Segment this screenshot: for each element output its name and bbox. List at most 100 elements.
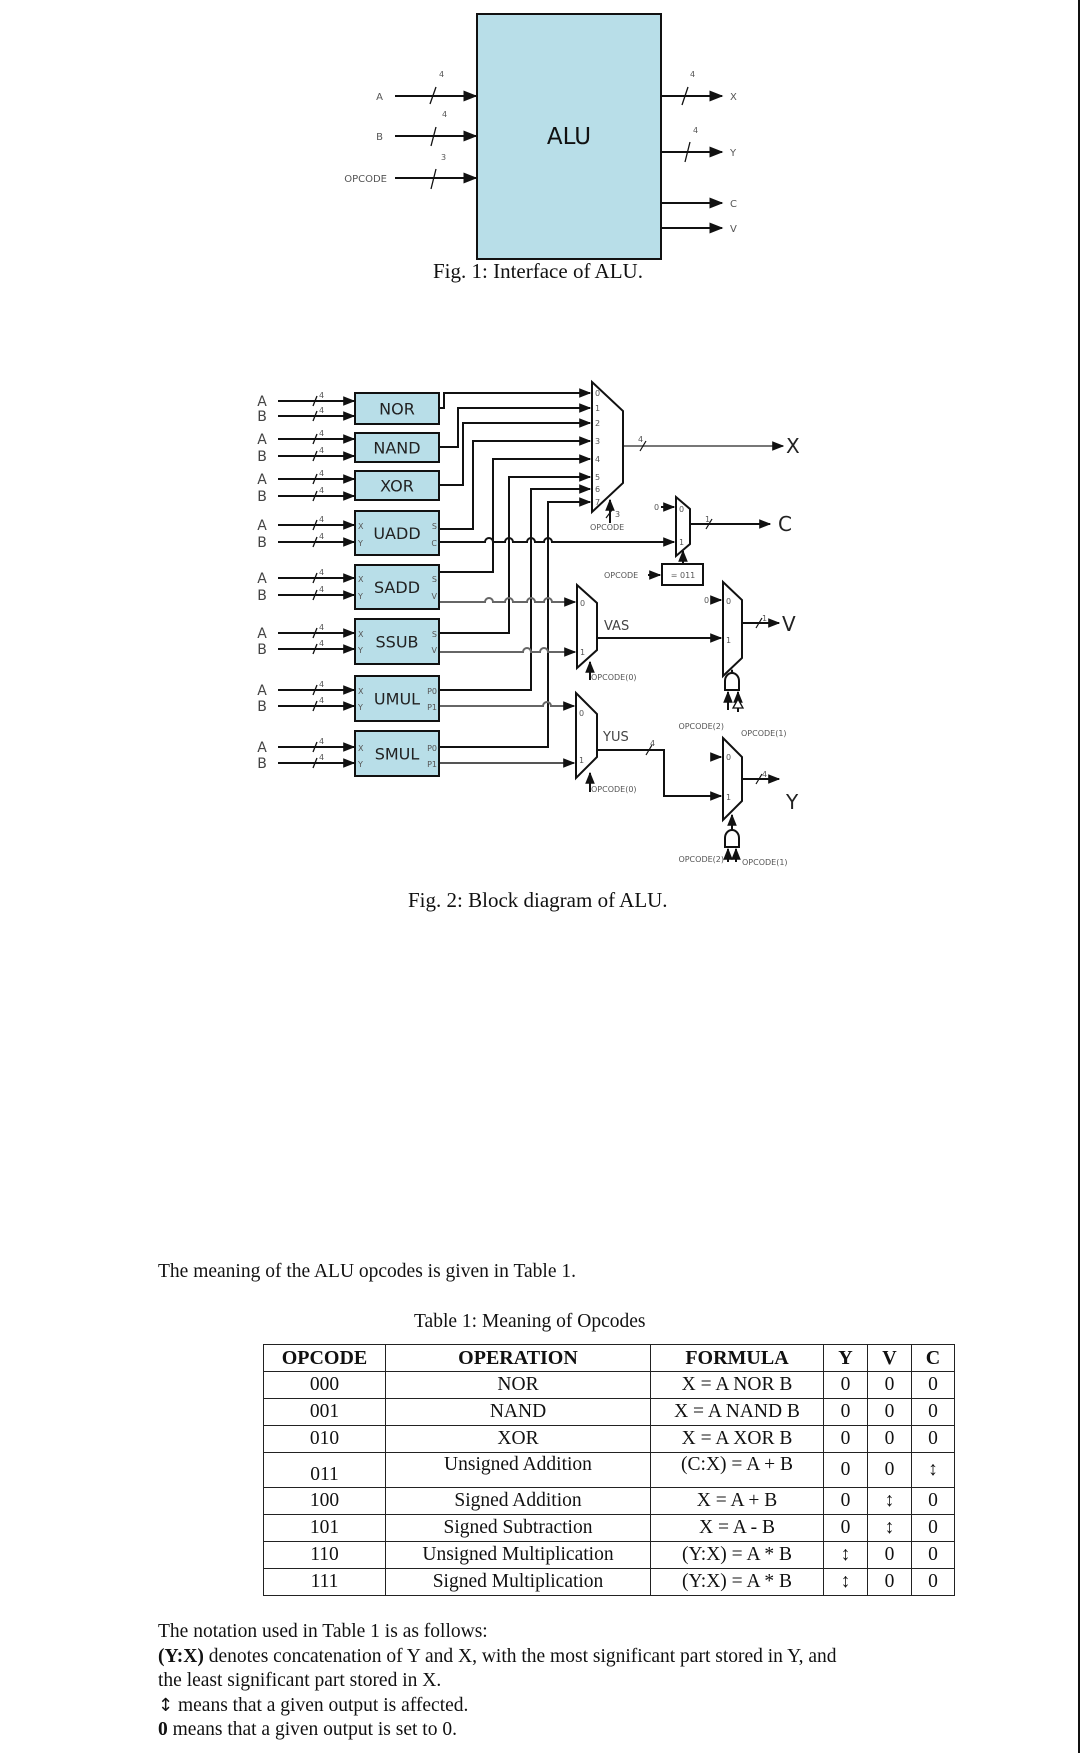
out-port-label: P0 [427,744,437,753]
cell-y: 0 [823,1452,868,1488]
bus-slash [639,440,647,452]
mux-input-label: 1 [726,793,731,802]
gate-input-label: OPCODE(1) [741,729,787,738]
c-mux [675,494,691,559]
cell-c: 0 [911,1425,955,1453]
input-b-label: B [257,699,267,715]
output-x-width: 4 [690,70,695,79]
cell-opcode: 110 [263,1541,386,1569]
bus-width: 4 [319,515,324,524]
notation-concat-cont: the least significant part stored in X. [158,1670,442,1691]
v-mux [722,579,743,679]
bus-width: 4 [319,486,324,495]
cell-operation: Signed Addition [385,1487,651,1515]
output-y-label: Y [729,148,737,159]
bus-slash [312,627,318,639]
output-v: V [662,222,737,235]
input-a-label: A [257,394,267,410]
input-a: A 4 [376,70,478,105]
mux-input-label: 6 [595,485,600,494]
bus-slash [312,473,318,485]
wire-uadd-s [440,436,592,530]
block-label: XOR [380,477,414,496]
block-box [354,470,440,501]
output-y-width: 4 [693,126,698,135]
in-port-label: X [358,522,364,531]
output-c: C [662,197,737,210]
input-b-label: B [257,535,267,551]
yus-select-label: OPCODE(0) [591,785,637,794]
block-label: UADD [373,524,420,543]
cell-y: 0 [823,1425,868,1453]
figure-1-caption: Fig. 1: Interface of ALU. [433,259,643,283]
output-y-label: Y [785,790,799,814]
header-v: V [867,1344,912,1372]
cell-c: 0 [911,1371,955,1399]
cell-v: 0 [867,1568,912,1596]
notation-concat-text: denotes concatenation of Y and X, with t… [203,1645,837,1667]
bus-width: 4 [319,696,324,705]
bus-slash [312,490,318,502]
wire-umul-p0 [440,484,592,691]
cell-formula: X = A NAND B [650,1398,824,1426]
in-port-label: X [358,575,364,584]
block-box [354,510,440,556]
in-port-label: Y [357,646,363,655]
cell-opcode: 100 [263,1487,386,1515]
mux-input-label: 0 [679,505,684,514]
bus-slash [312,572,318,584]
bus-slash [312,700,318,712]
cell-formula: X = A + B [650,1487,824,1515]
notation-concat: (Y:X) denotes concatenation of Y and X, … [158,1645,978,1670]
notation-zero: 0 means that a given output is set to 0. [158,1718,978,1743]
wire-ssub-v [440,647,577,657]
bus-width: 4 [319,469,324,478]
const-zero: 0 [704,596,709,605]
select-width: 3 [615,510,620,519]
block-box [354,432,440,463]
output-x-label: X [786,434,800,458]
bus-width: 4 [319,737,324,746]
bus-slash [755,773,763,785]
cell-operation: Signed Multiplication [385,1568,651,1596]
input-opcode: OPCODE 3 [344,153,478,190]
header-c: C [911,1344,955,1372]
out-port-label: V [432,592,438,601]
const-zero: 0 [654,503,659,512]
page-right-border [1078,0,1080,1753]
cell-v: ↕ [867,1514,912,1542]
wire-smul-p0 [440,497,592,748]
header-opcode: OPCODE [263,1344,386,1372]
wire-umul-p1 [440,701,576,711]
cell-v: 0 [867,1398,912,1426]
compare-input-label: OPCODE [604,571,638,580]
bus-slash [312,643,318,655]
bus-width: 4 [319,406,324,415]
input-a-label: A [257,740,267,756]
input-b-label: B [257,588,267,604]
cell-c: 0 [911,1398,955,1426]
mux-input-label: 1 [579,756,584,765]
cell-opcode: 010 [263,1425,386,1453]
bus-width: 4 [319,585,324,594]
in-port-label: X [358,744,364,753]
output-c-label: C [778,512,792,536]
block-label: SADD [374,578,420,597]
input-a-label: A [257,571,267,587]
output-x-label: X [730,92,737,103]
cell-opcode: 000 [263,1371,386,1399]
bus-width: 4 [319,429,324,438]
input-a-label: A [257,626,267,642]
bus-slash [605,509,613,519]
